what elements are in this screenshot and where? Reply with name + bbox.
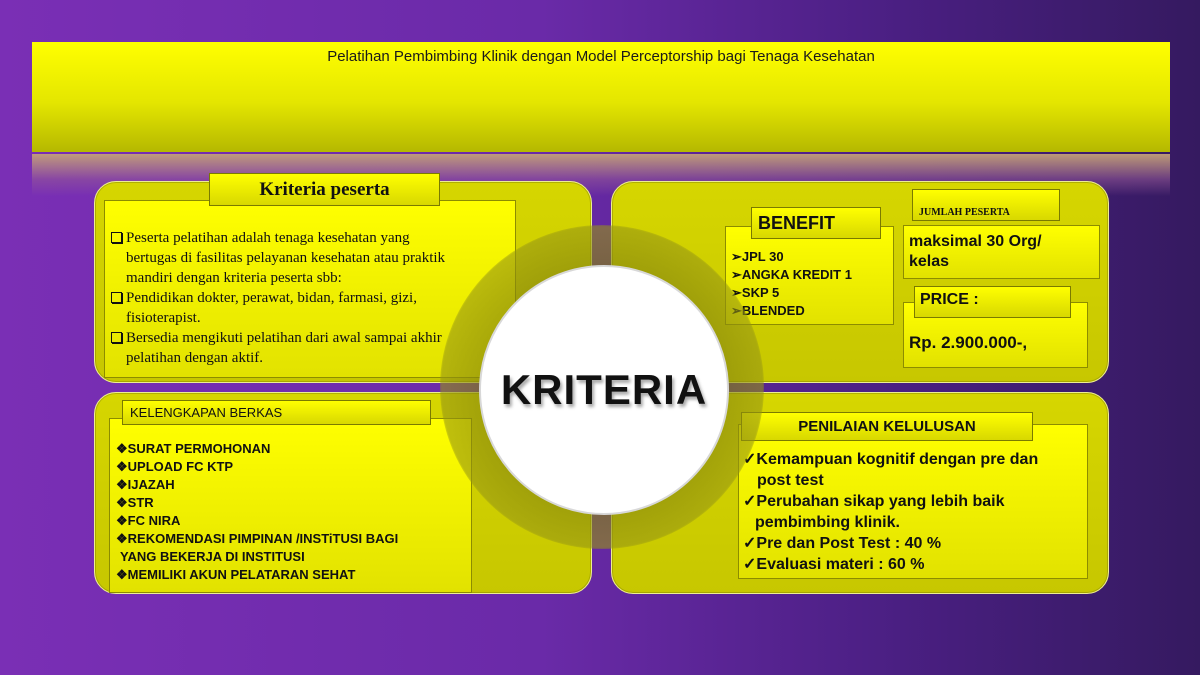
jumlah-peserta-value: maksimal 30 Org/ kelas	[909, 233, 1042, 270]
kelengkapan-berkas-box: ❖SURAT PERMOHONAN ❖UPLOAD FC KTP ❖IJAZAH…	[109, 418, 472, 593]
center-title: KRITERIA	[500, 366, 708, 413]
list-item: ❖IJAZAH	[116, 477, 175, 492]
header-banner: Pelatihan Pembimbing Klinik dengan Model…	[32, 42, 1170, 152]
list-item: ➢ANGKA KREDIT 1	[731, 267, 852, 282]
list-item: ➢JPL 30	[731, 249, 784, 264]
banner-title: Pelatihan Pembimbing Klinik dengan Model…	[327, 48, 875, 65]
benefit-box: ➢JPL 30 ➢ANGKA KREDIT 1 ➢SKP 5 ➢BLENDED	[725, 226, 894, 325]
diamond-bullet-icon: ❖	[116, 477, 128, 492]
kriteria-peserta-heading: Kriteria peserta	[209, 173, 440, 206]
penilaian-kelulusan-list: ✓Kemampuan kognitif dengan pre dan post …	[743, 449, 1038, 575]
list-item: ✓Pre dan Post Test : 40 %	[743, 535, 942, 552]
list-item: ✓Evaluasi materi : 60 %	[743, 556, 925, 573]
arrow-bullet-icon: ➢	[731, 285, 742, 300]
list-item: ❖REKOMENDASI PIMPINAN /INSTiTUSI BAGI YA…	[116, 531, 399, 564]
list-item: Pendidikan dokter, perawat, bidan, farma…	[111, 288, 515, 328]
checkbox-bullet-icon	[111, 292, 122, 303]
kriteria-peserta-list: Peserta pelatihan adalah tenaga kesehata…	[111, 228, 515, 368]
jumlah-peserta-box: maksimal 30 Org/ kelas	[903, 225, 1100, 279]
center-circle: KRITERIA	[479, 265, 729, 515]
list-item: ❖STR	[116, 495, 154, 510]
diamond-bullet-icon: ❖	[116, 441, 128, 456]
list-item: ➢BLENDED	[731, 302, 852, 320]
diamond-bullet-icon: ❖	[116, 495, 128, 510]
list-item: Bersedia mengikuti pelatihan dari awal s…	[111, 328, 515, 368]
check-bullet-icon: ✓	[743, 535, 757, 552]
list-item: ➢SKP 5	[731, 285, 780, 300]
list-item: ✓Kemampuan kognitif dengan pre dan post …	[743, 451, 1039, 489]
checkbox-bullet-icon	[111, 232, 122, 243]
list-item: ❖UPLOAD FC KTP	[116, 459, 234, 474]
price-value: Rp. 2.900.000-,	[909, 333, 1028, 352]
diamond-bullet-icon: ❖	[116, 459, 128, 474]
diamond-bullet-icon: ❖	[116, 567, 128, 582]
jumlah-peserta-heading: JUMLAH PESERTA	[912, 189, 1060, 221]
benefit-heading: BENEFIT	[751, 207, 881, 239]
list-item: ❖MEMILIKI AKUN PELATARAN SEHAT	[116, 567, 356, 582]
price-heading: PRICE :	[914, 286, 1071, 318]
diamond-bullet-icon: ❖	[116, 531, 128, 546]
check-bullet-icon: ✓	[743, 493, 757, 510]
list-item: ❖FC NIRA	[116, 513, 181, 528]
list-item: ✓Perubahan sikap yang lebih baik pembimb…	[743, 493, 1005, 531]
arrow-bullet-icon: ➢	[731, 267, 742, 282]
penilaian-kelulusan-box: ✓Kemampuan kognitif dengan pre dan post …	[738, 424, 1088, 579]
list-item: Peserta pelatihan adalah tenaga kesehata…	[111, 228, 515, 288]
diamond-bullet-icon: ❖	[116, 513, 128, 528]
kelengkapan-berkas-list: ❖SURAT PERMOHONAN ❖UPLOAD FC KTP ❖IJAZAH…	[116, 440, 398, 584]
check-bullet-icon: ✓	[743, 556, 757, 573]
penilaian-kelulusan-heading: PENILAIAN KELULUSAN	[741, 412, 1033, 441]
benefit-list: ➢JPL 30 ➢ANGKA KREDIT 1 ➢SKP 5 ➢BLENDED	[731, 248, 852, 320]
arrow-bullet-icon: ➢	[731, 249, 742, 264]
checkbox-bullet-icon	[111, 332, 122, 343]
list-item: ❖SURAT PERMOHONAN	[116, 441, 271, 456]
kelengkapan-berkas-heading: KELENGKAPAN BERKAS	[122, 400, 431, 425]
